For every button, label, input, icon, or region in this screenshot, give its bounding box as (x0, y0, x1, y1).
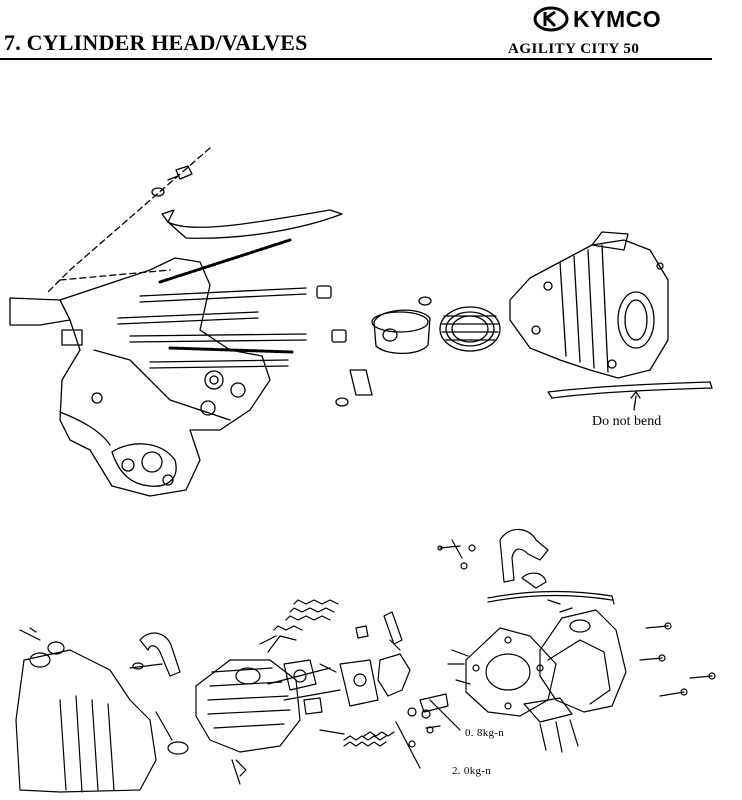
bolt-part (168, 166, 192, 180)
header-divider (0, 58, 712, 60)
torque-label-upper: 0. 8kg-n (465, 727, 505, 739)
brand-name: KYMCO (573, 6, 662, 32)
page-title: 7. CYLINDER HEAD/VALVES (4, 30, 308, 55)
brand-logo: KYMCO (533, 6, 709, 32)
model-name: AGILITY CITY 50 (508, 41, 640, 57)
torque-label-lower: 2. 0kg-n (452, 765, 492, 777)
do-not-bend-note: Do not bend (592, 414, 662, 429)
kymco-emblem-icon (533, 6, 569, 32)
